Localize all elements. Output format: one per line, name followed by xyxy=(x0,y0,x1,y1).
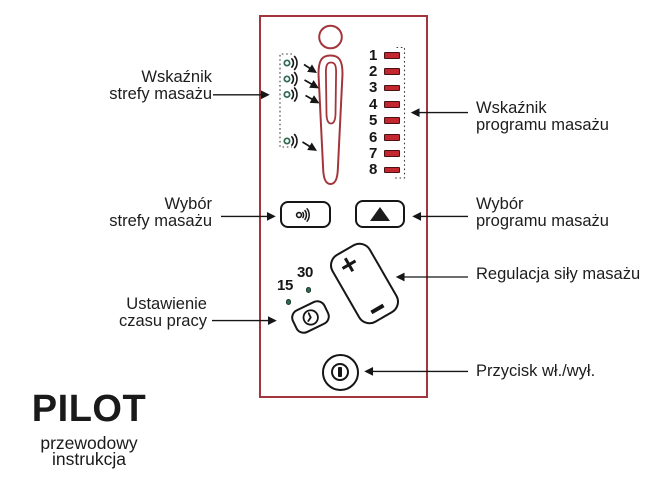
program-number: 6 xyxy=(368,128,377,146)
label-intensity: Regulacja siły masażu xyxy=(476,264,641,283)
program-led-icon xyxy=(384,84,400,92)
label-line: Wskaźnik xyxy=(141,67,212,86)
program-indicator-row: 7 xyxy=(360,145,400,161)
program-indicator-row: 2 xyxy=(360,63,400,79)
label-line: strefy masażu xyxy=(109,211,212,230)
timer-15-label: 15 xyxy=(277,276,294,294)
label-line: Wybór xyxy=(476,194,524,213)
page-title: PILOT xyxy=(31,388,147,430)
label-line: Wskaźnik xyxy=(476,99,547,117)
program-number: 2 xyxy=(368,63,377,81)
plus-icon[interactable] xyxy=(339,254,359,274)
program-number: 7 xyxy=(368,145,377,163)
label-line: programu masażu xyxy=(476,211,609,230)
label-zone-select: Wybór strefy masażu xyxy=(57,194,212,230)
label-program-indicator: Wskaźnik programu masażu xyxy=(476,99,609,135)
program-led-icon xyxy=(384,117,400,125)
program-number: 3 xyxy=(368,79,377,97)
power-button[interactable] xyxy=(321,353,359,391)
program-indicator-row: 1 xyxy=(360,47,400,63)
speaker-waves-icon xyxy=(295,207,310,222)
program-led-icon xyxy=(384,166,400,174)
zone-select-button[interactable] xyxy=(280,201,331,228)
program-led-icon xyxy=(384,150,400,157)
label-line: programu masażu xyxy=(476,116,609,135)
program-number: 5 xyxy=(368,112,377,130)
program-indicator-row: 3 xyxy=(360,80,400,96)
label-line: czasu pracy xyxy=(118,312,207,331)
minus-icon[interactable] xyxy=(370,304,385,315)
subtitle-line: instrukcja xyxy=(52,449,126,469)
program-led-icon xyxy=(384,133,400,141)
program-indicator-row: 6 xyxy=(360,129,400,145)
timer-30-label: 30 xyxy=(297,264,314,281)
program-indicator-column: 1 2 3 4 5 6 7 8 xyxy=(360,47,400,178)
power-icon xyxy=(338,366,342,378)
program-number: 4 xyxy=(368,95,377,113)
label-timer: Ustawienie czasu pracy xyxy=(52,295,207,331)
label-power: Przycisk wł./wył. xyxy=(476,361,596,380)
triangle-up-icon xyxy=(370,206,390,221)
program-select-button[interactable] xyxy=(355,200,405,228)
program-indicator-row: 8 xyxy=(360,162,400,178)
label-line: Wybór xyxy=(164,194,212,213)
program-led-icon xyxy=(384,51,400,59)
label-line: strefy masażu xyxy=(109,84,212,103)
footer-title-block: PILOT przewodowy instrukcja xyxy=(24,388,154,469)
label-program-select: Wybór programu masażu xyxy=(476,194,609,230)
program-led-icon xyxy=(384,100,400,108)
program-indicator-row: 4 xyxy=(360,96,400,112)
power-inner-ring xyxy=(331,363,349,381)
label-line: Ustawienie xyxy=(126,295,207,313)
program-number: 1 xyxy=(368,46,377,64)
program-led-icon xyxy=(384,68,400,75)
program-indicator-row: 5 xyxy=(360,113,400,129)
timer-15-led-icon xyxy=(286,299,292,305)
program-number: 8 xyxy=(368,161,377,179)
timer-button[interactable] xyxy=(288,297,333,337)
label-zone-indicator: Wskaźnik strefy masażu xyxy=(57,67,212,103)
timer-30-led-icon xyxy=(306,287,312,293)
clock-icon xyxy=(302,308,319,326)
subtitle-line: przewodowy xyxy=(40,433,138,453)
